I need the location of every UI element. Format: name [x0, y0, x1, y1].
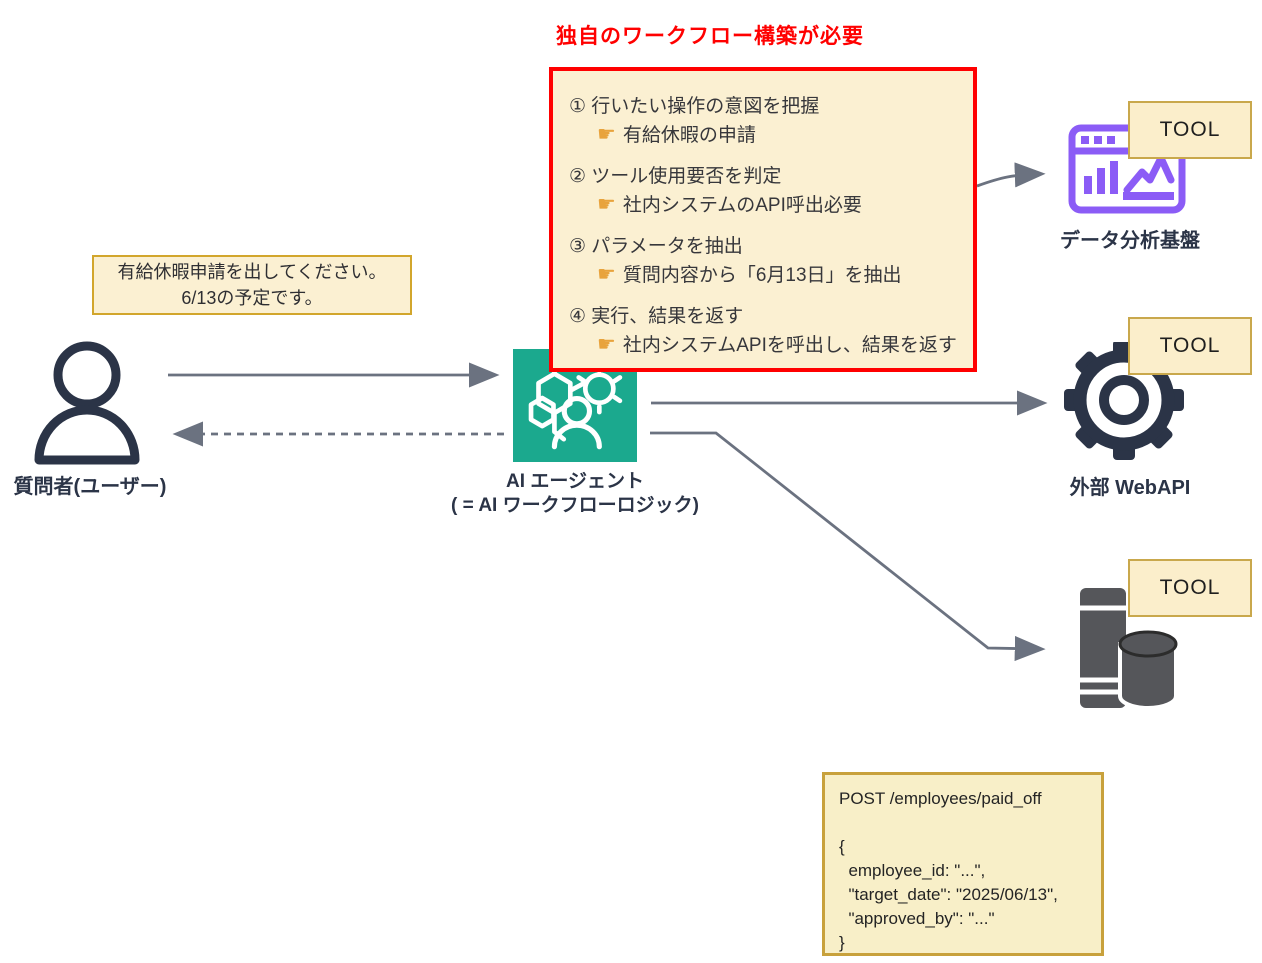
tool-badge-database: TOOL [1128, 559, 1252, 617]
tool-badge-webapi: TOOL [1128, 317, 1252, 375]
step-title: ② ツール使用要否を判定 [569, 166, 782, 187]
step-detail: ☛ 社内システムのAPI呼出必要 [569, 191, 963, 220]
step-title: ① 行いたい操作の意図を把握 [569, 96, 820, 117]
api-request-code: POST /employees/paid_off { employee_id: … [839, 789, 1058, 952]
step-detail-text: 有給休暇の申請 [622, 125, 756, 146]
workflow-steps-box: ① 行いたい操作の意図を把握 ☛ 有給休暇の申請 ② ツール使用要否を判定 ☛ 社内… [549, 67, 977, 372]
workflow-step-3: ③ パラメータを抽出 ☛ 質問内容から「6月13日」を抽出 [569, 233, 963, 290]
arrow-box-to-analytics [976, 162, 1046, 188]
api-request-box: POST /employees/paid_off { employee_id: … [822, 772, 1104, 956]
tool-label-webapi: 外部 WebAPI [1069, 477, 1191, 499]
step-detail: ☛ 有給休暇の申請 [569, 121, 963, 150]
user-label: 質問者(ユーザー) [13, 476, 167, 498]
arrow-agent-to-database [650, 431, 1046, 662]
step-detail-text: 質問内容から「6月13日」を抽出 [622, 265, 902, 286]
user-person-icon [34, 341, 140, 465]
database-server-icon [1080, 588, 1178, 710]
agent-label-line1: AI エージェント [506, 471, 644, 492]
user-request-line1: 有給休暇申請を出してください。 [117, 262, 387, 282]
step-title: ③ パラメータを抽出 [569, 236, 743, 257]
workflow-step-1: ① 行いたい操作の意図を把握 ☛ 有給休暇の申請 [569, 93, 963, 150]
pointing-hand-icon: ☛ [597, 123, 616, 146]
step-title: ④ 実行、結果を返す [569, 306, 744, 327]
workflow-step-4: ④ 実行、結果を返す ☛ 社内システムAPIを呼出し、結果を返す [569, 303, 963, 360]
agent-label: AI エージェント ( = AI ワークフローロジック) [438, 470, 712, 518]
pointing-hand-icon: ☛ [597, 333, 616, 356]
user-request-bubble: 有給休暇申請を出してください。 6/13の予定です。 [92, 255, 412, 315]
user-request-line2: 6/13の予定です。 [181, 288, 323, 308]
pointing-hand-icon: ☛ [597, 193, 616, 216]
step-detail: ☛ 社内システムAPIを呼出し、結果を返す [569, 331, 963, 360]
step-detail-text: 社内システムのAPI呼出必要 [622, 195, 862, 216]
page-title: 独自のワークフロー構築が必要 [556, 25, 864, 48]
pointing-hand-icon: ☛ [597, 263, 616, 286]
step-detail: ☛ 質問内容から「6月13日」を抽出 [569, 261, 963, 290]
agent-label-line2: ( = AI ワークフローロジック) [451, 495, 699, 516]
tool-label-analytics: データ分析基盤 [1060, 230, 1200, 252]
tool-badge-analytics: TOOL [1128, 101, 1252, 159]
workflow-step-2: ② ツール使用要否を判定 ☛ 社内システムのAPI呼出必要 [569, 163, 963, 220]
step-detail-text: 社内システムAPIを呼出し、結果を返す [622, 335, 957, 356]
